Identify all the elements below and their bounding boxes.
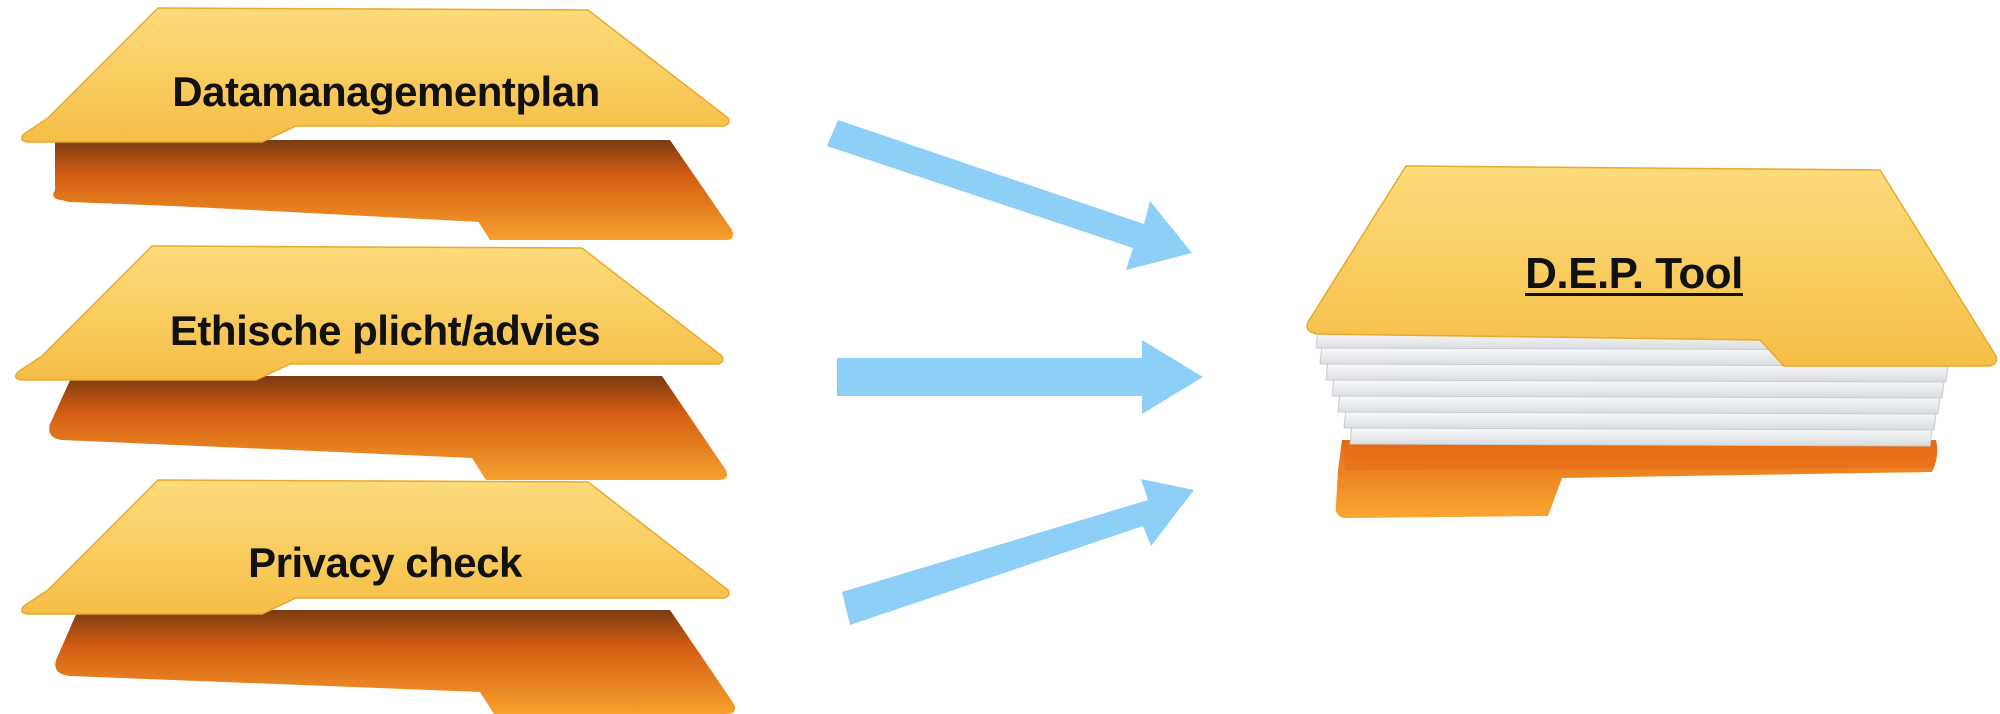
folder-icon [22, 8, 733, 240]
source-label-datamanagementplan: Datamanagementplan [172, 68, 599, 116]
source-label-privacy-check: Privacy check [248, 539, 522, 587]
arrow-icon [827, 120, 1192, 270]
folder-icon [22, 480, 735, 714]
arrow-icon [842, 479, 1194, 625]
arrow-icon [837, 340, 1203, 414]
folder-icon [16, 246, 727, 480]
source-label-ethics: Ethische plicht/advies [170, 307, 600, 355]
target-label-dep-tool: D.E.P. Tool [1525, 249, 1743, 299]
